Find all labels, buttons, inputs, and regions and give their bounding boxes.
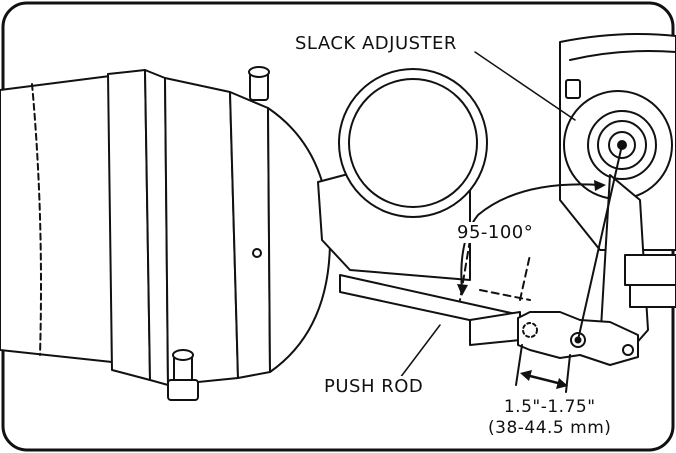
slack-adjuster <box>559 33 676 356</box>
brake-chamber <box>0 66 471 401</box>
stroke-length-inches: 1.5"-1.75" <box>503 397 596 417</box>
push-rod-leader <box>399 324 441 379</box>
dimension-marker <box>515 344 571 393</box>
push-rod <box>339 274 639 366</box>
angle-arc <box>457 180 606 296</box>
stroke-length-mm: (38-44.5 mm) <box>488 418 612 438</box>
angle-label: 95-100° <box>455 222 536 243</box>
push-rod-label: PUSH ROD <box>322 376 426 397</box>
camshaft-housing <box>338 68 488 218</box>
stroke-length-label: 1.5"-1.75" (38-44.5 mm) <box>486 397 613 439</box>
slack-adjuster-label: SLACK ADJUSTER <box>293 33 459 54</box>
adjuster-centerline <box>577 144 623 341</box>
slack-adjuster-leader <box>474 51 576 121</box>
